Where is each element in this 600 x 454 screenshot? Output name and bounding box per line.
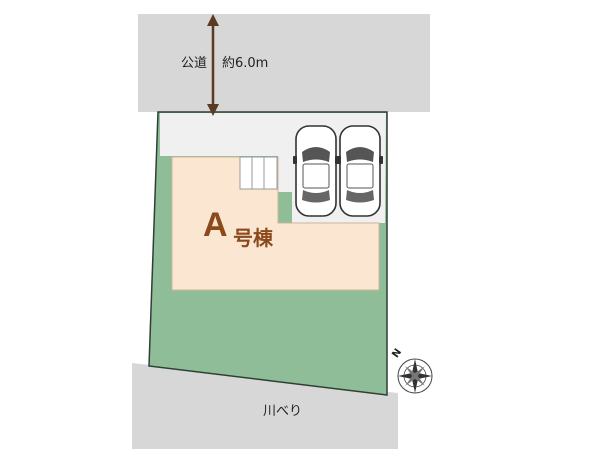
river-label: 川べり: [263, 404, 303, 419]
compass-icon: [397, 358, 433, 394]
road-name-label: 公道: [181, 56, 208, 71]
car-icon: [337, 125, 383, 217]
road-width-label: 約6.0m: [222, 56, 269, 71]
building-footprint: [171, 156, 380, 291]
public-road: [138, 14, 430, 112]
entrance-steps: [239, 156, 278, 190]
road-width-arrow: [207, 14, 219, 116]
car-icon: [293, 125, 339, 217]
building-letter: A: [203, 206, 228, 244]
river-strip: [132, 363, 398, 449]
building-suffix: 号棟: [233, 226, 273, 250]
